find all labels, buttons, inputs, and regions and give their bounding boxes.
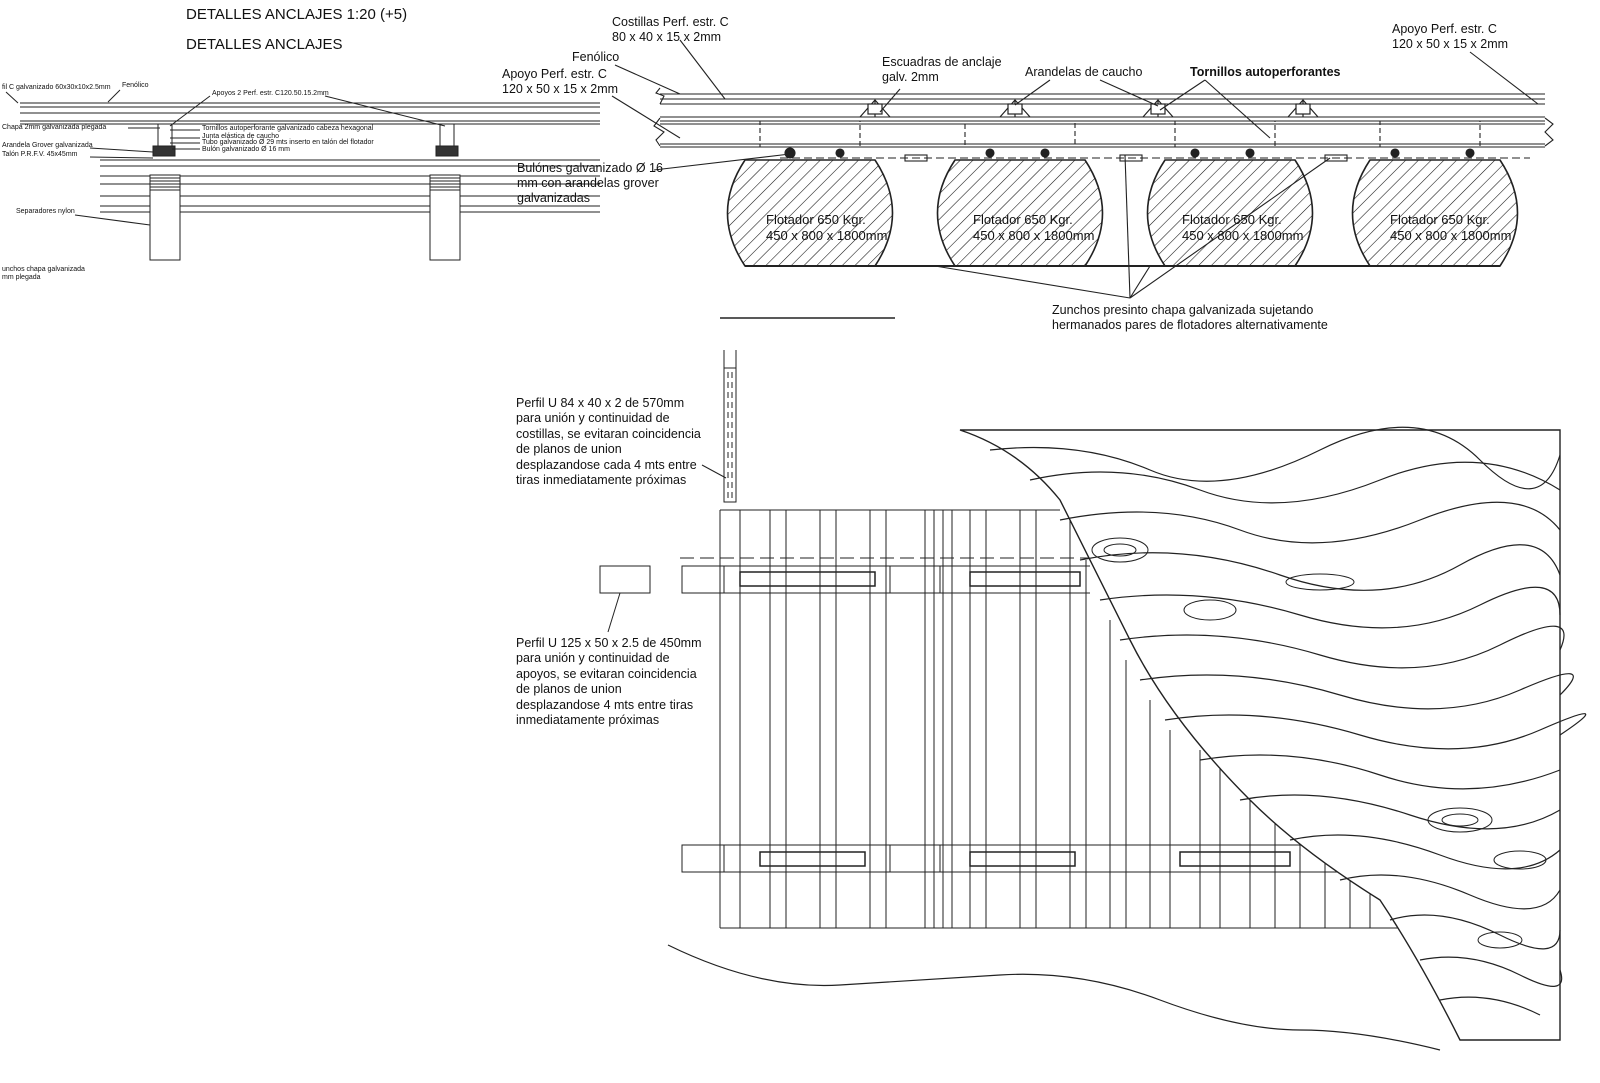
- label-apoyo-left: Apoyo Perf. estr. C 120 x 50 x 15 x 2mm: [502, 67, 619, 96]
- label-bulon-small: Bulón galvanizado Ø 16 mm: [202, 146, 290, 153]
- label-escuadras: Escuadras de anclaje galv. 2mm: [882, 55, 1002, 84]
- label-arandela: Arandela Grover galvanizada: [2, 142, 93, 149]
- label-apoyo-right: Apoyo Perf. estr. C 120 x 50 x 15 x 2mm: [1392, 22, 1509, 51]
- float-label-1: Flotador 650 Kgr. 450 x 800 x 1800mm: [766, 212, 888, 243]
- label-junta: Junta elástica de caucho: [202, 133, 280, 140]
- label-chapa: Chapa 2mm galvanizada plegada: [2, 124, 107, 131]
- label-tubo: Tubo galvanizado Ø 29 mts inserto en tal…: [202, 139, 374, 146]
- float-label-2: Flotador 650 Kgr. 450 x 800 x 1800mm: [973, 212, 1095, 243]
- title: DETALLES ANCLAJES: [186, 36, 343, 53]
- small-anchor-detail: [5, 89, 600, 261]
- float-label-4: Flotador 650 Kgr. 450 x 800 x 1800mm: [1390, 212, 1512, 243]
- title-scale: DETALLES ANCLAJES 1:20 (+5): [186, 6, 408, 23]
- label-zunchos: Zunchos presinto chapa galvanizada sujet…: [1052, 303, 1328, 332]
- deck-plan: [599, 350, 1587, 1051]
- float-section: [611, 39, 1554, 319]
- label-arandelas: Arandelas de caucho: [1025, 65, 1143, 79]
- label-fenolico: Fenólico: [572, 50, 620, 64]
- label-tornillos-small: Tornillos autoperforante galvanizado cab…: [202, 125, 374, 132]
- label-bulones: Bulónes galvanizado Ø 16 mm con arandela…: [517, 161, 663, 205]
- label-costillas: Costillas Perf. estr. C 80 x 40 x 15 x 2…: [612, 15, 729, 44]
- label-perfil-u84: Perfil U 84 x 40 x 2 de 570mm para unión…: [516, 396, 701, 487]
- float-label-3: Flotador 650 Kgr. 450 x 800 x 1800mm: [1182, 212, 1304, 243]
- label-fenolico-small: Fenólico: [122, 82, 149, 89]
- label-perfil-u125: Perfil U 125 x 50 x 2.5 de 450mm para un…: [516, 636, 702, 727]
- label-separadores: Separadores nylon: [16, 208, 75, 215]
- label-tornillos: Tornillos autoperforantes: [1190, 65, 1341, 79]
- label-perfil-c: fil C galvanizado 60x30x10x2.5mm: [2, 84, 111, 91]
- label-talon: Talón P.R.F.V. 45x45mm: [2, 151, 78, 158]
- label-apoyos-small: Apoyos 2 Perf. estr. C120.50.15.2mm: [212, 90, 329, 97]
- label-zunchos-small: unchos chapa galvanizada mm plegada: [2, 266, 85, 282]
